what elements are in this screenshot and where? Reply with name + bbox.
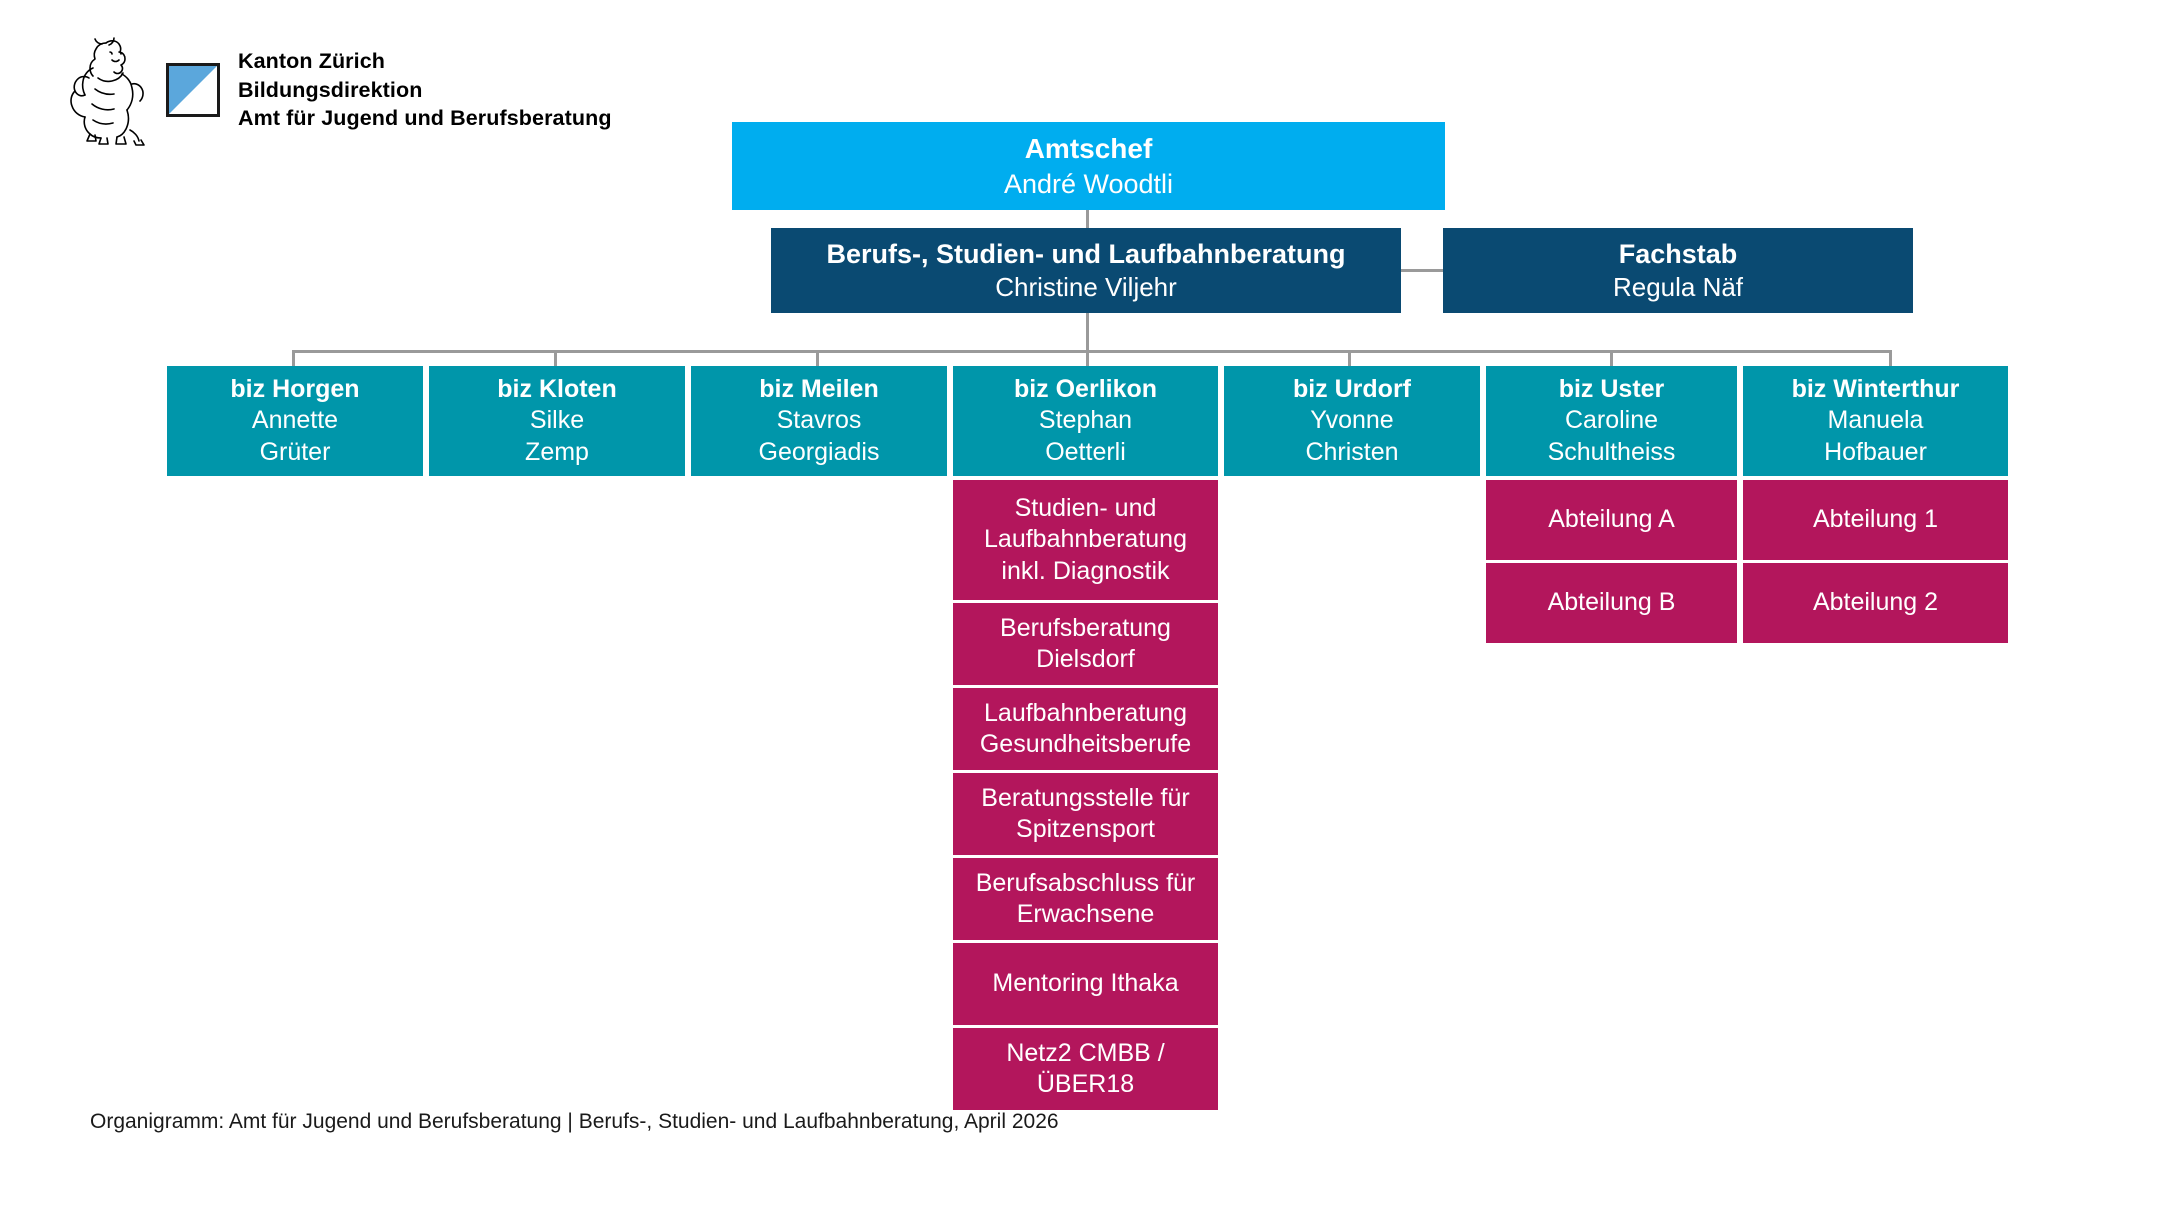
sub-line-1: Abteilung 2 [1812, 588, 1939, 617]
node-biz-winterthur-person-line2: Hofbauer [1824, 437, 1927, 466]
connector-drop-oerlikon [1086, 350, 1089, 367]
sub-line-1: Abteilung A [1548, 505, 1675, 534]
logo-line-amt: Amt für Jugend und Berufsberatung [238, 106, 612, 131]
node-fachstab-title: Fachstab [1618, 239, 1738, 270]
lion-icon [62, 34, 148, 146]
sub-line-2: Spitzensport [1016, 815, 1155, 843]
node-beratungsstelle-spitzensport[interactable]: Beratungsstelle für Spitzensport [953, 773, 1218, 855]
node-biz-winterthur-person-line1: Manuela [1827, 406, 1924, 435]
sub-line-2: Dielsdorf [1036, 645, 1135, 673]
sub-line-1: Berufsberatung [1000, 613, 1171, 642]
node-biz-horgen-person-line2: Grüter [259, 437, 331, 466]
node-abteilung-b[interactable]: Abteilung B [1486, 563, 1737, 643]
node-amtschef-title: Amtschef [1024, 133, 1153, 165]
node-biz-uster-person-line1: Caroline [1564, 406, 1659, 435]
sub-line-2: ÜBER18 [1036, 1070, 1135, 1098]
node-biz-oerlikon[interactable]: biz Oerlikon Stephan Oetterli [953, 366, 1218, 476]
node-abteilung-1[interactable]: Abteilung 1 [1743, 480, 2008, 560]
node-biz-urdorf-person-line2: Christen [1305, 437, 1399, 466]
logo-line-direktion: Bildungsdirektion [238, 77, 423, 102]
node-abteilung-2[interactable]: Abteilung 2 [1743, 563, 2008, 643]
node-fachstab[interactable]: Fachstab Regula Näf [1443, 228, 1913, 313]
node-biz-winterthur[interactable]: biz Winterthur Manuela Hofbauer [1743, 366, 2008, 476]
node-biz-meilen-person-line1: Stavros [776, 406, 862, 435]
node-biz-uster-person-line2: Schultheiss [1547, 437, 1676, 466]
sub-line-1: Abteilung B [1547, 588, 1676, 617]
node-berufs-studien-laufbahnberatung[interactable]: Berufs-, Studien- und Laufbahnberatung C… [771, 228, 1401, 313]
sub-line-1: Studien- und [1014, 493, 1157, 522]
node-abteilung-a[interactable]: Abteilung A [1486, 480, 1737, 560]
node-biz-kloten-person-line2: Zemp [525, 437, 589, 466]
connector-drop-horgen [292, 350, 295, 367]
node-biz-oerlikon-person-line1: Stephan [1038, 406, 1133, 435]
node-biz-kloten-title: biz Kloten [497, 374, 617, 403]
node-biz-oerlikon-title: biz Oerlikon [1013, 374, 1158, 403]
kanton-zuerich-logo: Kanton Zürich Bildungsdirektion Amt für … [62, 34, 612, 146]
connector-bsl-stem [1086, 313, 1089, 352]
sub-line-1: Laufbahnberatung [984, 698, 1187, 727]
node-berufsabschluss-erwachsene[interactable]: Berufsabschluss für Erwachsene [953, 858, 1218, 940]
sub-line-1: Abteilung 1 [1812, 505, 1939, 534]
node-studien-laufbahnberatung-diagnostik[interactable]: Studien- und Laufbahnberatung inkl. Diag… [953, 480, 1218, 600]
connector-biz-bus [292, 350, 1892, 353]
node-biz-urdorf-title: biz Urdorf [1292, 374, 1412, 403]
sub-line-1: Netz2 CMBB / [1006, 1038, 1165, 1067]
sub-line-1: Beratungsstelle für [981, 783, 1190, 812]
node-netz2-cmbb-ueber18[interactable]: Netz2 CMBB / ÜBER18 [953, 1028, 1218, 1110]
node-amtschef-person: André Woodtli [1003, 168, 1174, 199]
node-biz-oerlikon-person-line2: Oetterli [1045, 437, 1126, 466]
node-biz-kloten-person-line1: Silke [529, 406, 585, 435]
node-biz-kloten[interactable]: biz Kloten Silke Zemp [429, 366, 685, 476]
sub-line-1: Mentoring Ithaka [992, 969, 1179, 998]
footer-caption: Organigramm: Amt für Jugend und Berufsbe… [90, 1110, 1059, 1133]
connector-amtschef-to-bsl [1086, 210, 1089, 230]
node-bsl-title: Berufs-, Studien- und Laufbahnberatung [826, 239, 1346, 270]
connector-drop-kloten [554, 350, 557, 367]
zurich-coat-of-arms-icon [166, 63, 220, 117]
node-biz-urdorf[interactable]: biz Urdorf Yvonne Christen [1224, 366, 1480, 476]
node-biz-uster-title: biz Uster [1558, 374, 1665, 403]
connector-bsl-to-fachstab [1400, 269, 1444, 272]
sub-line-1: Berufsabschluss für [975, 868, 1196, 897]
node-fachstab-person: Regula Näf [1612, 272, 1744, 303]
connector-drop-winterthur [1889, 350, 1892, 367]
node-biz-winterthur-title: biz Winterthur [1791, 374, 1960, 403]
node-biz-horgen-title: biz Horgen [230, 374, 360, 403]
sub-line-2: Erwachsene [1016, 900, 1155, 928]
sub-line-2: Gesundheitsberufe [979, 730, 1192, 758]
connector-drop-uster [1610, 350, 1613, 367]
sub-line-3: inkl. Diagnostik [1001, 556, 1170, 585]
node-biz-horgen-person-line1: Annette [251, 406, 339, 435]
node-berufsberatung-dielsdorf[interactable]: Berufsberatung Dielsdorf [953, 603, 1218, 685]
node-biz-urdorf-person-line1: Yvonne [1310, 406, 1394, 435]
node-biz-meilen-title: biz Meilen [759, 374, 879, 403]
node-biz-uster[interactable]: biz Uster Caroline Schultheiss [1486, 366, 1737, 476]
connector-drop-meilen [816, 350, 819, 367]
node-biz-horgen[interactable]: biz Horgen Annette Grüter [167, 366, 423, 476]
node-bsl-person: Christine Viljehr [995, 272, 1177, 303]
node-mentoring-ithaka[interactable]: Mentoring Ithaka [953, 943, 1218, 1025]
node-biz-meilen[interactable]: biz Meilen Stavros Georgiadis [691, 366, 947, 476]
sub-line-2: Laufbahnberatung [984, 525, 1187, 554]
node-laufbahnberatung-gesundheitsberufe[interactable]: Laufbahnberatung Gesundheitsberufe [953, 688, 1218, 770]
connector-drop-urdorf [1348, 350, 1351, 367]
logo-line-kanton: Kanton Zürich [238, 49, 386, 74]
node-amtschef[interactable]: Amtschef André Woodtli [732, 122, 1445, 210]
node-biz-meilen-person-line2: Georgiadis [758, 437, 880, 466]
